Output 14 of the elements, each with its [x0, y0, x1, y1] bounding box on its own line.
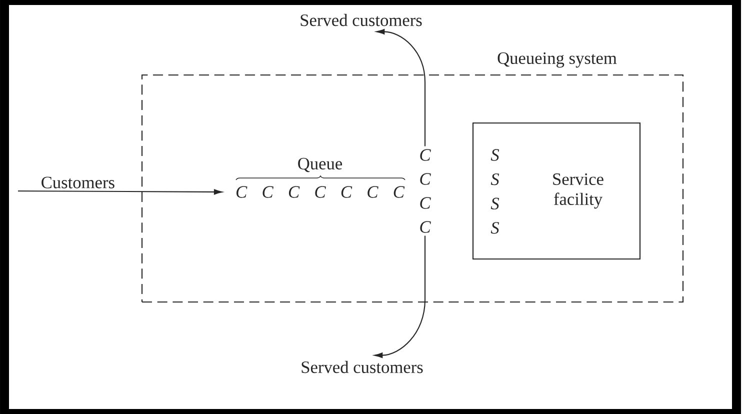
customer-row: C C C C C C C [236, 186, 405, 198]
arrow [18, 189, 222, 195]
server-letter: S [490, 222, 500, 234]
queue-label: Queue [298, 158, 342, 172]
arrow [374, 236, 426, 358]
server-letter: S [490, 173, 500, 186]
edge-label: Customers [40, 175, 116, 190]
customer-column: C C C C [420, 149, 431, 233]
server-letter: S [490, 198, 500, 210]
server-letter: S [490, 149, 500, 161]
output-label: Served customers [300, 14, 422, 26]
boundary-title: Queueing system [498, 52, 617, 68]
arrow [376, 28, 426, 146]
output-label: Served customers [302, 360, 423, 374]
